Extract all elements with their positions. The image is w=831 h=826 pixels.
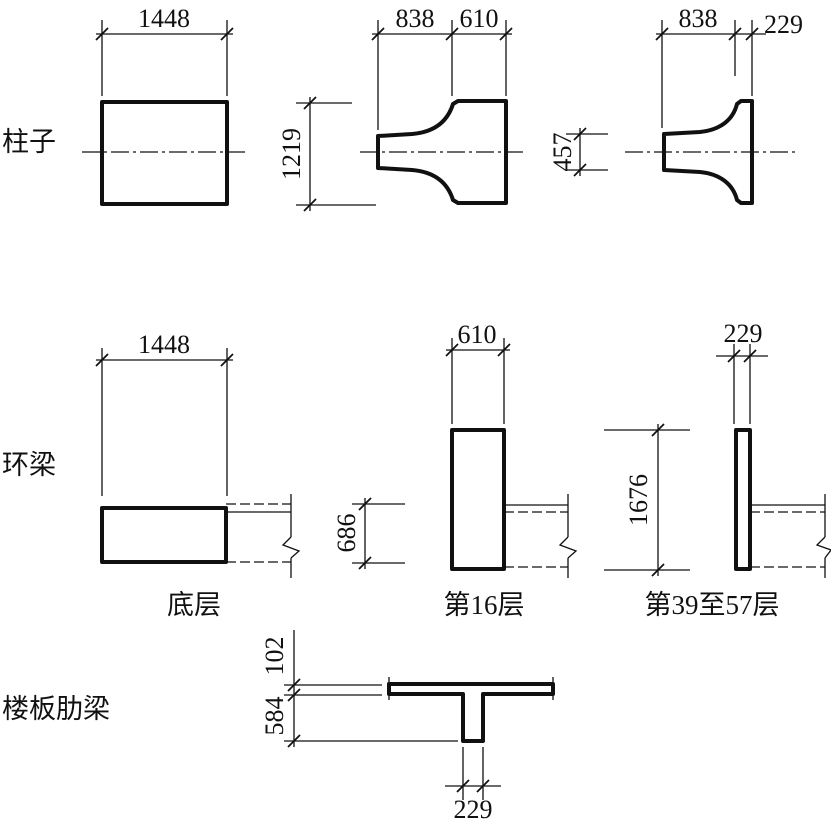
dim-ring-beam-upper-width: 229 [724, 319, 763, 348]
dim-column-ground-width: 1448 [138, 4, 190, 33]
caption-floor-16: 第16层 [444, 590, 525, 620]
slab-rib-beam-section: 102 584 229 [260, 630, 555, 824]
dim-column-upper-web-width: 229 [764, 10, 803, 39]
ring-beam-floor16-section: 686 610 [332, 320, 578, 578]
dim-rib-width: 229 [454, 795, 493, 824]
dim-rib-depth: 584 [260, 697, 289, 736]
column-upper-floors-section: 457 838 229 [548, 4, 803, 205]
column-floor16-section: 1219 838 610 [277, 4, 525, 212]
dim-ring-beam-upper-height: 1676 [624, 474, 653, 526]
dim-ring-beam-floor16-width: 610 [458, 320, 497, 349]
row-label-column: 柱子 [2, 127, 56, 157]
row-label-slab-rib-beam: 楼板肋梁 [2, 694, 110, 724]
dim-column-upper-flange-width: 838 [679, 4, 718, 33]
column-ground-floor-section: 1448 [82, 4, 248, 206]
dim-column-floor16-height: 1219 [277, 128, 306, 180]
dim-ring-beam-ground-width: 1448 [138, 330, 190, 359]
caption-floors-39-57: 第39至57层 [645, 590, 780, 620]
ring-beam-upper-floors-section: 1676 229 [604, 319, 831, 578]
caption-ground-floor: 底层 [167, 590, 221, 620]
dim-column-upper-height: 457 [548, 133, 577, 172]
dim-ring-beam-ground-height: 686 [332, 514, 361, 553]
ring-beam-ground-floor-section: 1448 [95, 330, 301, 578]
dim-column-floor16-web-width: 610 [460, 4, 499, 33]
dim-slab-thickness: 102 [260, 637, 289, 676]
row-label-ring-beam: 环梁 [2, 450, 56, 480]
dim-column-floor16-flange-width: 838 [396, 4, 435, 33]
